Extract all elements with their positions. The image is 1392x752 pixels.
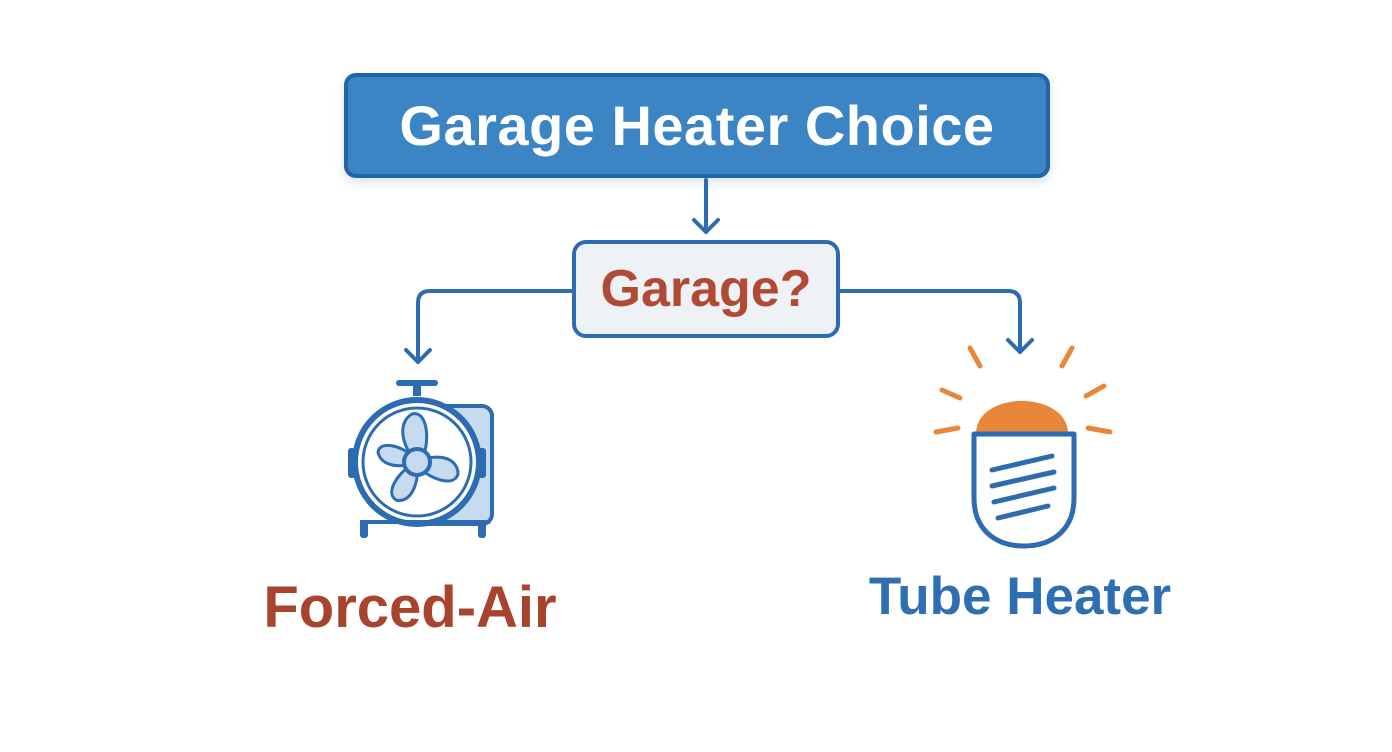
diagram-title: Garage Heater Choice [399,94,995,157]
option-label-forced-air: Forced-Air [263,575,557,640]
option-label-tube-heater: Tube Heater [868,567,1172,626]
arrow-question-to-right [838,289,1022,354]
fan-heater-icon [340,374,505,551]
decision-question: Garage? [600,260,812,318]
arrow-question-to-left [416,289,574,364]
tube-heater-icon [928,340,1118,557]
decision-box: Garage? [572,240,840,338]
title-box: Garage Heater Choice [344,73,1050,178]
